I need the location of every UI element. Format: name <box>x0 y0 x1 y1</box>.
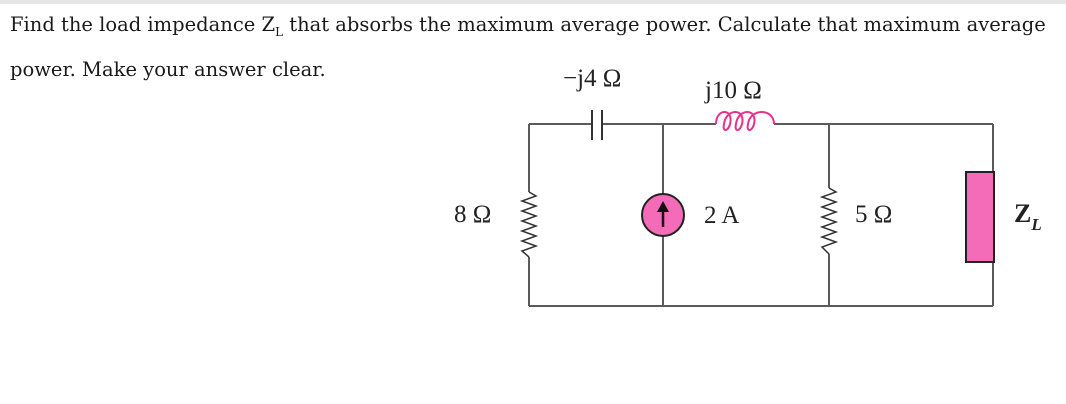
load-impedance <box>965 171 995 263</box>
inductor-label: j10 Ω <box>704 77 762 104</box>
resistor-8-ohm <box>519 191 539 258</box>
capacitor-label: −j4 Ω <box>563 65 621 92</box>
capacitor <box>591 110 603 140</box>
current-source <box>641 193 685 237</box>
load-label: ZL <box>1014 199 1042 234</box>
load-label-main: Z <box>1014 199 1031 228</box>
load-label-subscript: L <box>1030 215 1041 234</box>
resistor-5-ohm <box>819 187 839 255</box>
current-source-label: 2 A <box>704 202 739 229</box>
resistor-left-label: 8 Ω <box>454 201 491 228</box>
wires <box>528 123 994 307</box>
arrow-up-icon <box>657 201 669 212</box>
problem-text-start: Find the load impedance Z <box>10 13 276 36</box>
resistor-right-label: 5 Ω <box>855 201 892 228</box>
problem-subscript: L <box>275 24 284 39</box>
problem-statement: Find the load impedance ZL that absorbs … <box>10 6 1062 89</box>
inductor <box>715 111 775 131</box>
top-divider <box>0 0 1066 4</box>
problem-text-end: that absorbs the maximum average power. … <box>10 13 1046 81</box>
